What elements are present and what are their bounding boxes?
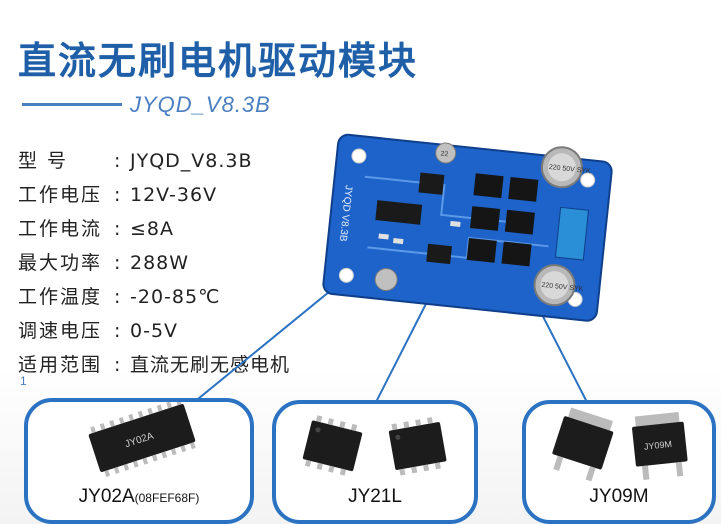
capacitor-small-top [435, 142, 457, 164]
spec-row-temperature: 工作温度:-20-85℃ [18, 280, 290, 314]
footnote-marker: 1 [20, 374, 27, 388]
chip-card-jy09m: JY09M JY09M [522, 400, 716, 524]
chip-card-jy02a: JY02A JY02A(08FEF68F) [24, 398, 254, 524]
model-subtitle: JYQD_V8.3B [130, 92, 271, 117]
chip-label-jy02a: JY02A(08FEF68F) [78, 486, 200, 507]
chip-image-jy02a: JY02A [88, 402, 196, 477]
capacitor-label-top: 220 50V SYK [548, 164, 591, 175]
spec-label: 型 号 [18, 150, 69, 172]
spec-value: 0-5V [130, 320, 179, 342]
chip-label-jy21l: JY21L [348, 486, 402, 507]
capacitor-label-small: 22 [440, 151, 449, 159]
spec-label: 适用范围 [18, 354, 103, 376]
chip-label-jy09m: JY09M [589, 486, 649, 507]
chip-card-jy21l: JY21L [272, 400, 478, 524]
spec-value: -20-85℃ [130, 286, 221, 308]
spec-row-voltage: 工作电压:12V-36V [18, 178, 290, 212]
page-title: 直流无刷电机驱动模块 [18, 39, 419, 83]
spec-row-model: 型 号:JYQD_V8.3B [18, 144, 290, 178]
chip-image-jy09m: JY09M [552, 407, 688, 482]
spec-value: 288W [130, 252, 190, 274]
spec-value: JYQD_V8.3B [130, 150, 253, 172]
spec-row-current: 工作电流:≤8A [18, 212, 290, 246]
spec-row-power: 最大功率:288W [18, 246, 290, 280]
title-underline [22, 103, 122, 106]
spec-label: 最大功率 [18, 252, 103, 274]
ic-jy02a [375, 200, 423, 225]
capacitor-label-bottom: 220 50V SYK [541, 282, 584, 293]
spec-value: ≤8A [130, 218, 175, 240]
spec-label: 工作电压 [18, 184, 103, 206]
chip-image-jy21l [302, 415, 447, 476]
capacitor-small-bottom [374, 268, 398, 292]
spec-label: 工作温度 [18, 286, 103, 308]
connector-line-jy21l [371, 291, 433, 411]
spec-row-application: 适用范围:直流无刷无感电机 [18, 348, 290, 382]
spec-label: 调速电压 [18, 320, 103, 342]
spec-list: 型 号:JYQD_V8.3B 工作电压:12V-36V 工作电流:≤8A 最大功… [18, 144, 290, 382]
spec-value: 直流无刷无感电机 [130, 354, 291, 376]
chip-marking-jy09m: JY09M [643, 439, 672, 452]
spec-row-speed-voltage: 调速电压:0-5V [18, 314, 290, 348]
spec-label: 工作电流 [18, 218, 103, 240]
spec-value: 12V-36V [130, 184, 218, 206]
driver-board-image: JYQD V8.3B 220 50V SYK 220 50V SYK 22 [322, 133, 613, 322]
